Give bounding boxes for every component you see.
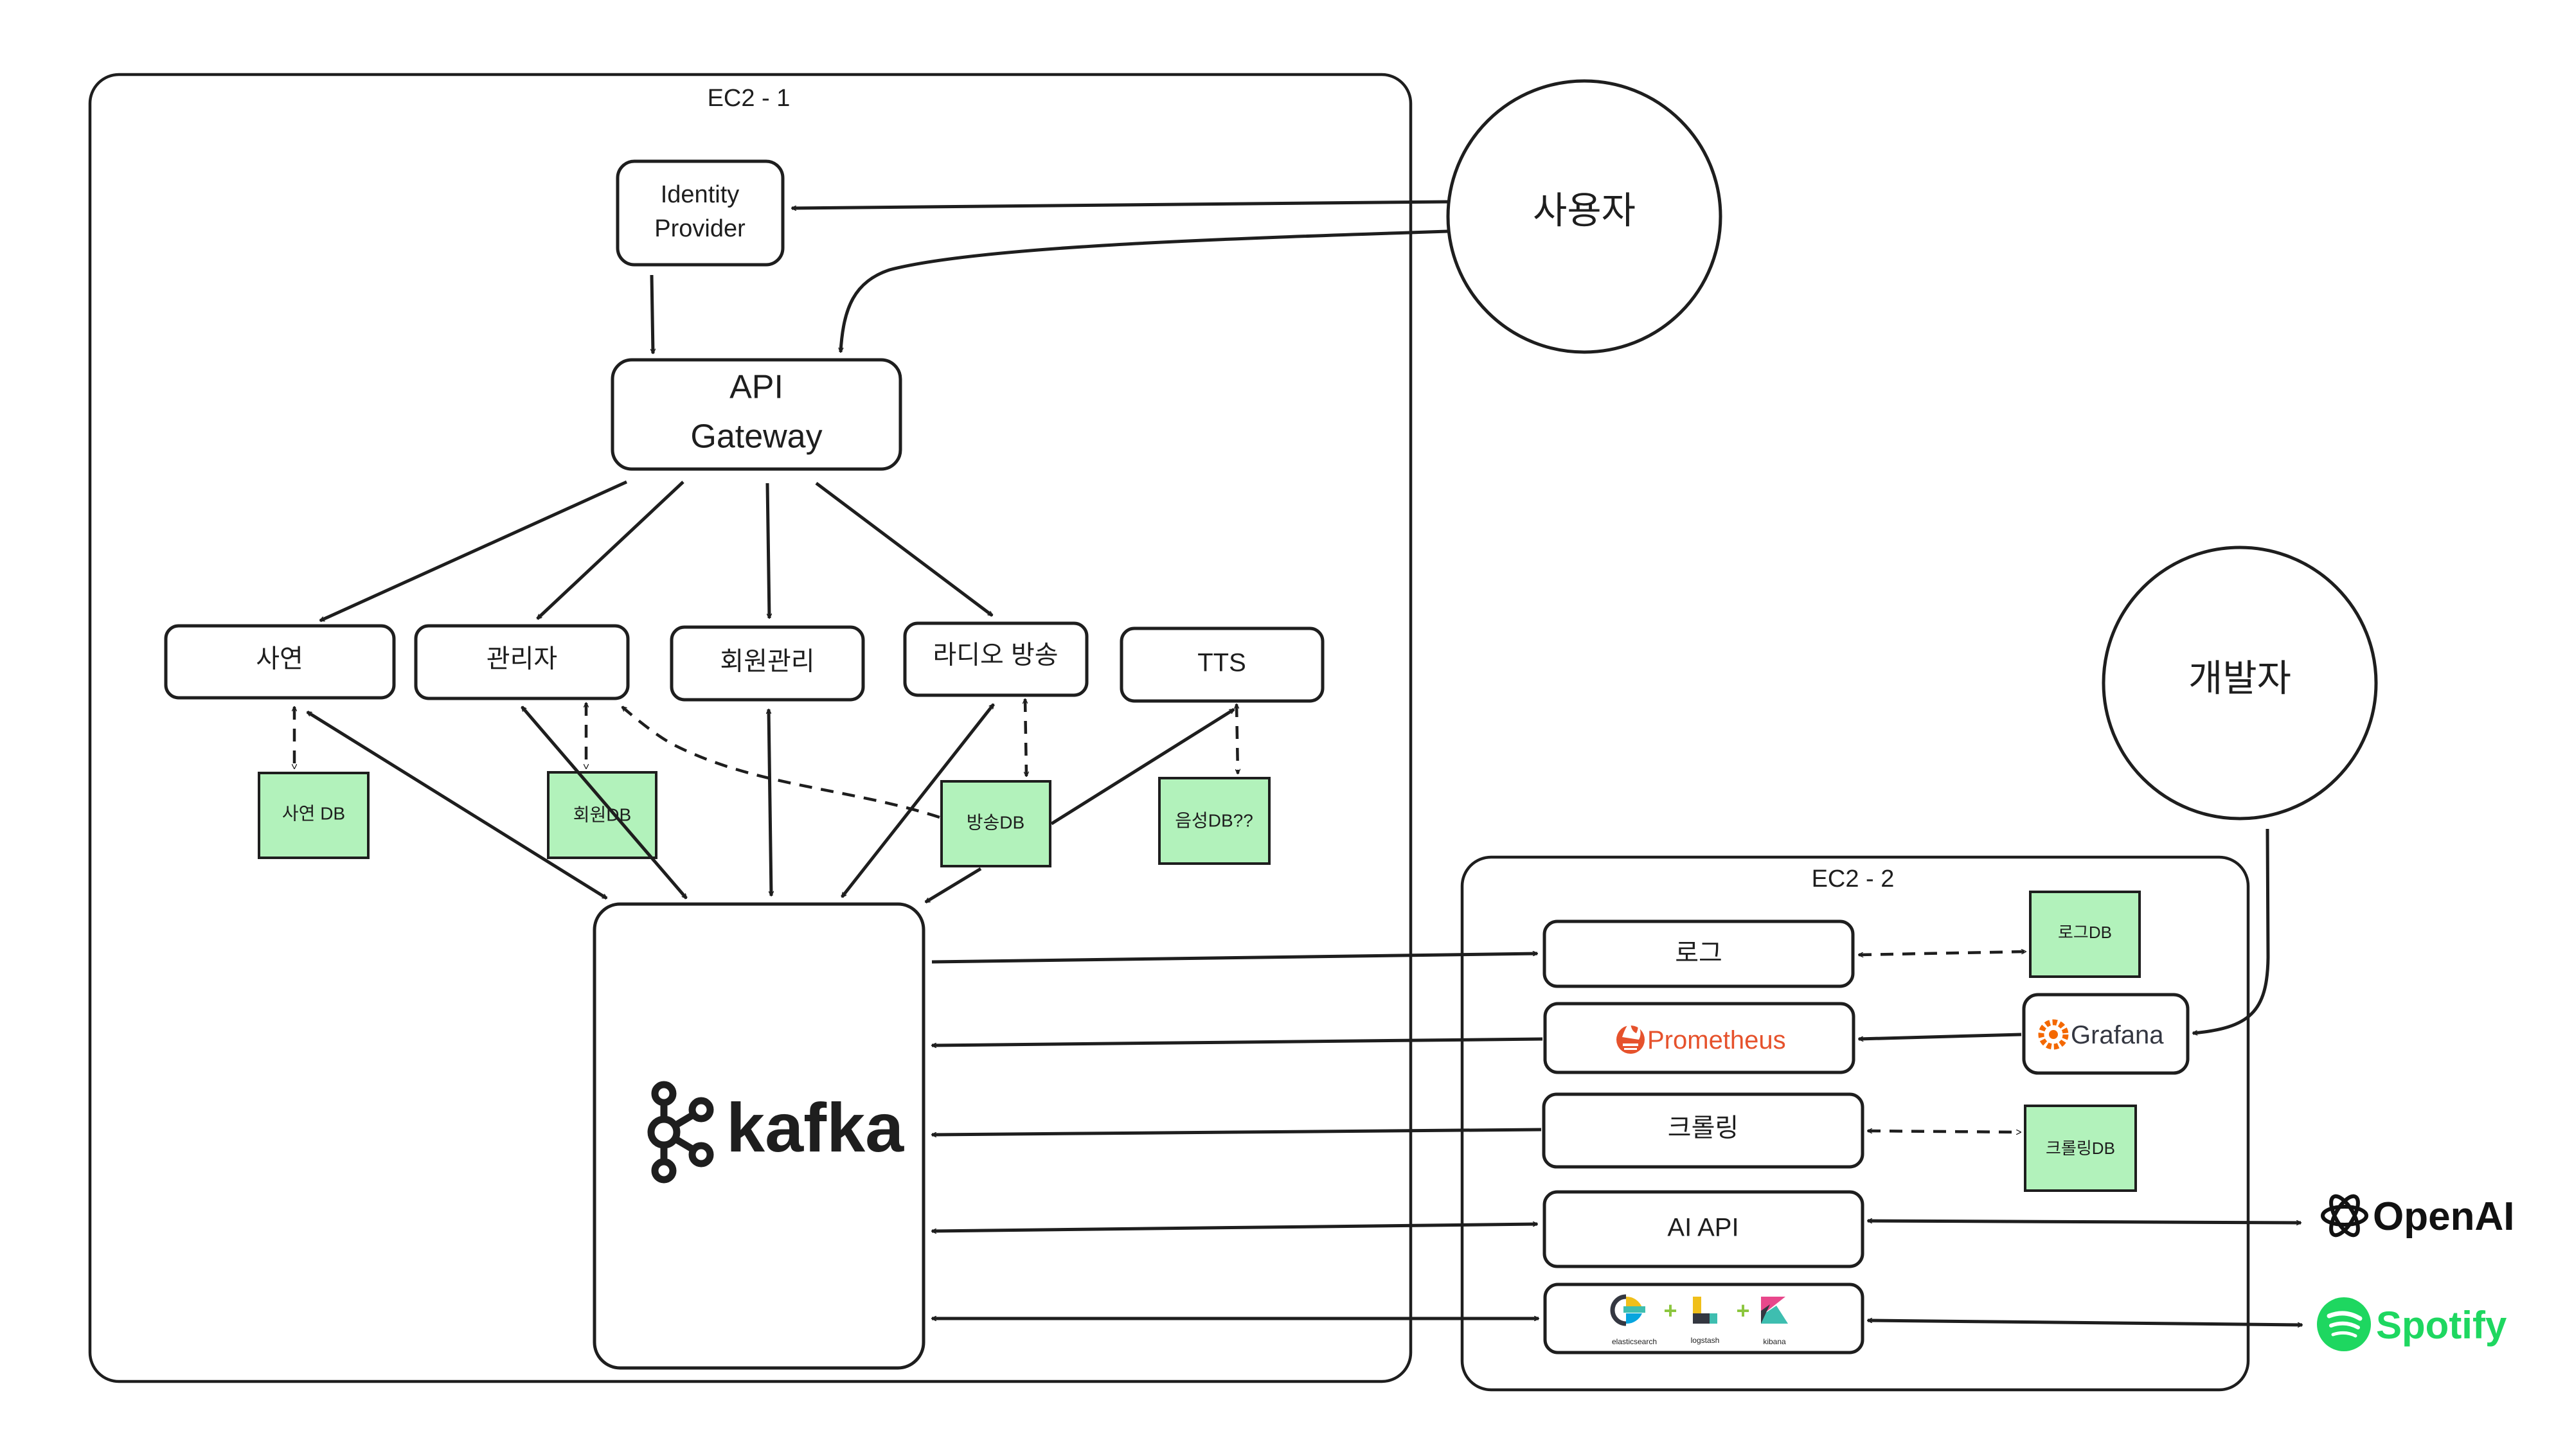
- elk-stack-node[interactable]: + + elasticsearch logstash kibana: [1543, 1283, 1864, 1354]
- arrow-kafka-to-log: [931, 954, 1537, 964]
- identity-provider-label-line1: Identity: [661, 181, 740, 208]
- broadcast-db[interactable]: 방송DB: [940, 780, 1051, 867]
- crawling-db-label: 크롤링DB: [2046, 1139, 2115, 1158]
- arrow-elk-spotify: [1868, 1320, 2302, 1325]
- story-service-label: 사연: [256, 645, 303, 673]
- kibana-icon: [1761, 1297, 1788, 1324]
- arrow-gateway-to-story: [320, 480, 628, 623]
- arrow-user-to-gateway: [841, 229, 1449, 352]
- radio-service-label: 라디오 방송: [933, 641, 1058, 670]
- admin-service-node[interactable]: 관리자: [414, 624, 630, 700]
- story-service-node[interactable]: 사연: [164, 624, 396, 700]
- arrow-kafka-ai-api: [932, 1224, 1537, 1231]
- elasticsearch-label: elasticsearch: [1612, 1337, 1657, 1346]
- arrow-gateway-to-admin: [536, 481, 684, 620]
- prometheus-node[interactable]: Prometheus: [1543, 1002, 1855, 1074]
- ec2-1-label: EC2 - 1: [708, 85, 791, 112]
- voice-db-label: 음성DB??: [1175, 810, 1253, 830]
- user-label: 사용자: [1533, 190, 1636, 231]
- developer-actor[interactable]: 개발자: [2102, 546, 2378, 821]
- arrow-gateway-to-radio: [815, 482, 992, 617]
- ai-api-label: AI API: [1667, 1214, 1738, 1242]
- member-service-label: 회원관리: [720, 648, 814, 676]
- voice-db[interactable]: 음성DB??: [1158, 777, 1271, 865]
- prometheus-label: Prometheus: [1647, 1026, 1786, 1054]
- arrow-prometheus-to-kafka: [932, 1037, 1543, 1045]
- kafka-label: kafka: [726, 1088, 904, 1166]
- crawling-service-label: 크롤링: [1668, 1114, 1738, 1142]
- prometheus-icon: [1616, 1022, 1645, 1054]
- kafka-node[interactable]: kafka: [593, 902, 925, 1370]
- plus-icon-2: +: [1736, 1297, 1749, 1324]
- log-service-node[interactable]: 로그: [1542, 919, 1855, 988]
- radio-service-node[interactable]: 라디오 방송: [903, 621, 1089, 697]
- tts-service-label: TTS: [1197, 649, 1246, 677]
- user-actor[interactable]: 사용자: [1446, 79, 1722, 354]
- arrow-user-to-idp: [792, 200, 1449, 208]
- logstash-label: logstash: [1691, 1336, 1720, 1345]
- arrow-crawling-crawlingdb: [1868, 1131, 2021, 1132]
- kafka-icon: [647, 1081, 714, 1184]
- arrow-crawling-to-kafka: [932, 1128, 1542, 1135]
- plus-icon-1: +: [1663, 1297, 1677, 1324]
- arrow-tts-kafka: [1050, 707, 1234, 826]
- ec2-1-container: EC2 - 1: [88, 73, 1413, 1383]
- log-db-label: 로그DB: [2058, 923, 2112, 942]
- developer-label: 개발자: [2188, 657, 2291, 699]
- ai-api-node[interactable]: AI API: [1542, 1190, 1864, 1268]
- arrow-ai-api-openai: [1868, 1221, 2301, 1223]
- arrow-grafana-to-prometheus: [1859, 1033, 2022, 1039]
- api-gateway-node[interactable]: API Gateway: [611, 358, 902, 471]
- arrow-log-logdb: [1859, 952, 2026, 955]
- openai-label: OpenAI: [2373, 1194, 2514, 1239]
- identity-provider-label-line2: Provider: [654, 215, 746, 242]
- arrow-broadcast-db-to-admin: [622, 706, 940, 819]
- grafana-icon: [2038, 1019, 2069, 1050]
- ec2-2-label: EC2 - 2: [1812, 866, 1895, 892]
- spotify-icon: [2317, 1297, 2371, 1351]
- crawling-db[interactable]: 크롤링DB: [2024, 1105, 2137, 1192]
- connectors: [294, 200, 2302, 1325]
- identity-provider-node[interactable]: Identity Provider: [616, 159, 785, 267]
- openai-icon: [2321, 1194, 2368, 1238]
- spotify-label: Spotify: [2376, 1304, 2507, 1347]
- broadcast-db-label: 방송DB: [967, 812, 1024, 832]
- tts-service-node[interactable]: TTS: [1120, 626, 1325, 703]
- member-service-node[interactable]: 회원관리: [670, 625, 865, 702]
- spotify-logo[interactable]: Spotify: [2317, 1297, 2507, 1351]
- elasticsearch-icon: [1610, 1294, 1645, 1326]
- api-gateway-label-line1: API: [729, 369, 783, 406]
- arrow-radio-kafka: [841, 704, 995, 897]
- kibana-label: kibana: [1763, 1337, 1786, 1346]
- grafana-label: Grafana: [2071, 1021, 2164, 1049]
- crawling-service-node[interactable]: 크롤링: [1542, 1092, 1864, 1169]
- ec2-2-container: EC2 - 2: [1460, 855, 2250, 1392]
- arrow-developer-to-grafana: [2193, 828, 2270, 1033]
- story-db-label: 사연 DB: [282, 803, 345, 823]
- grafana-node[interactable]: Grafana: [2022, 993, 2190, 1075]
- arrow-admin-kafka: [521, 707, 688, 898]
- arrow-radio-broadcast-db: [1025, 699, 1026, 776]
- arrow-tts-voice-db: [1237, 704, 1238, 774]
- arrow-broadcast-db-kafka: [925, 867, 982, 904]
- log-service-label: 로그: [1675, 939, 1722, 968]
- logstash-icon: [1693, 1297, 1717, 1324]
- openai-logo[interactable]: OpenAI: [2321, 1193, 2514, 1239]
- arrow-gateway-to-member: [765, 483, 769, 618]
- log-db[interactable]: 로그DB: [2029, 891, 2141, 978]
- story-db[interactable]: 사연 DB: [258, 772, 370, 859]
- api-gateway-label-line2: Gateway: [690, 418, 822, 456]
- arrow-idp-to-gateway: [650, 274, 653, 353]
- arrow-member-kafka: [769, 709, 771, 896]
- admin-service-label: 관리자: [487, 645, 557, 673]
